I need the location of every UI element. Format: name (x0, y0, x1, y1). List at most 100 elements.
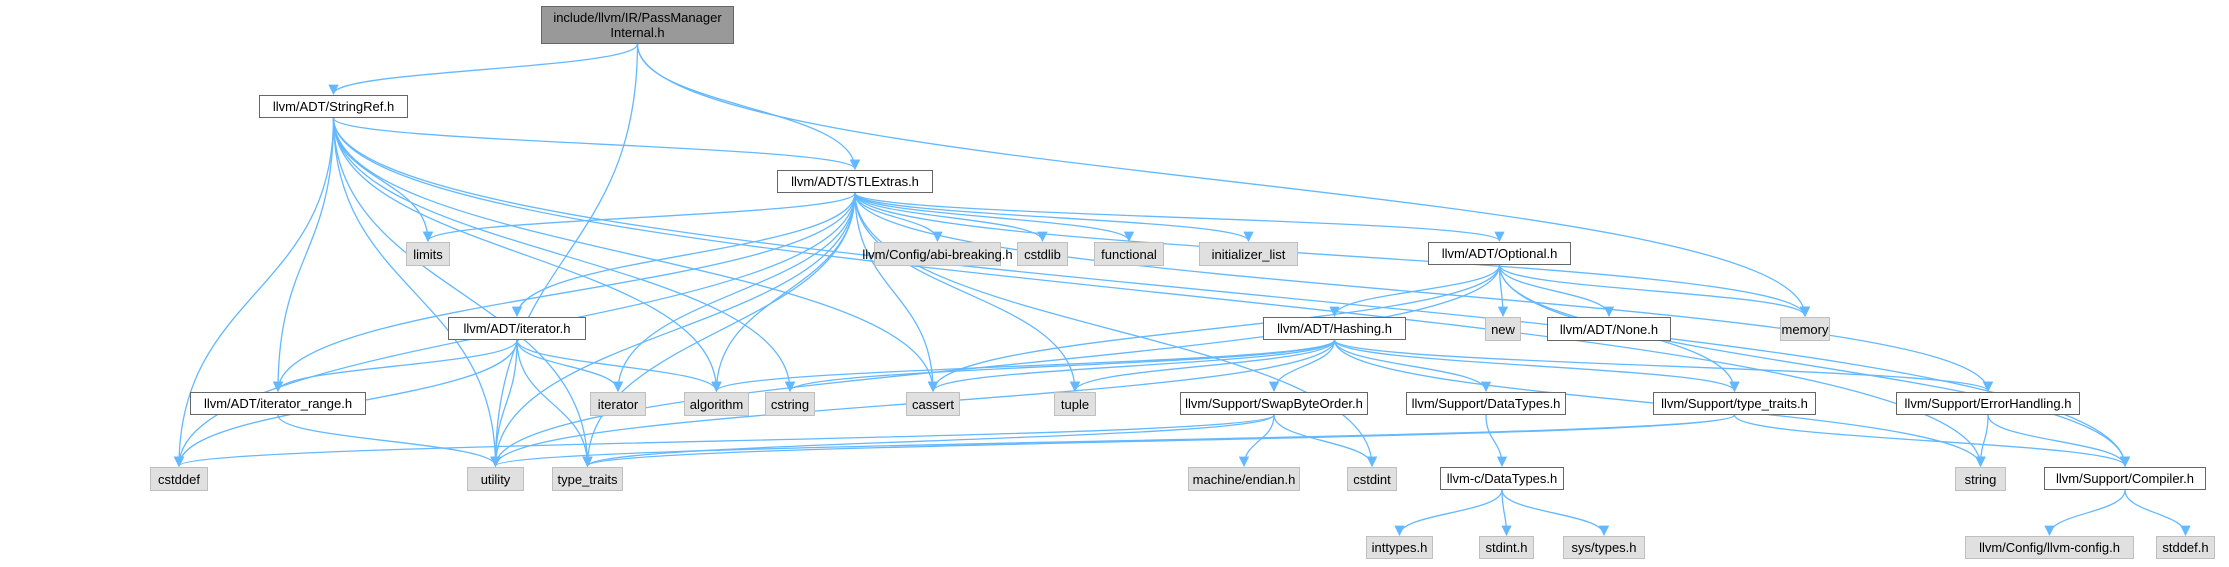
node-stlextras[interactable]: llvm/ADT/STLExtras.h (777, 170, 933, 193)
edge-optional-to-cassert (927, 264, 1501, 393)
node-optional[interactable]: llvm/ADT/Optional.h (1428, 242, 1571, 265)
edge-cdatatypes-to-inttypes (1394, 489, 1503, 537)
node-endian: machine/endian.h (1188, 467, 1300, 491)
edge-optional-to-hashing (1329, 264, 1501, 318)
edge-stlextras-to-iteratorh (511, 192, 856, 318)
edge-stlextras-to-errorhandling (854, 192, 1994, 393)
edge-stlextras-to-tuple (854, 192, 1081, 393)
edge-iteratorh-to-iterrange (272, 339, 518, 393)
node-limits: limits (406, 242, 450, 266)
edge-hashing-to-tuple (1069, 339, 1336, 393)
edge-stlextras-to-optional (854, 192, 1505, 243)
edge-hashing-to-cstring (785, 339, 1336, 393)
node-string: string (1955, 467, 2006, 491)
node-hashing[interactable]: llvm/ADT/Hashing.h (1263, 317, 1406, 340)
edge-hashing-to-datatypes (1333, 339, 1492, 393)
edge-swapbyte-to-endian (1238, 414, 1275, 468)
edge-swapbyte-to-cstddef (174, 414, 1275, 468)
edge-stlextras-to-iterator (612, 192, 856, 393)
node-cstring: cstring (765, 392, 815, 416)
edge-errorhandling-to-compiler (1987, 414, 2131, 468)
edge-stlextras-to-limits (422, 192, 856, 243)
edge-stringref-to-cstddef (173, 117, 335, 468)
node-typetraitsh[interactable]: llvm/Support/type_traits.h (1653, 392, 1816, 415)
edge-hashing-to-swapbyte (1268, 339, 1336, 393)
edge-errorhandling-to-string (1975, 414, 1989, 468)
edge-iteratorh-to-typetraits (516, 339, 593, 468)
node-cstdint: cstdint (1347, 467, 1397, 491)
node-root[interactable]: include/llvm/IR/PassManager Internal.h (541, 6, 734, 44)
edge-stringref-to-algorithm (332, 117, 722, 393)
node-cdatatypes[interactable]: llvm-c/DataTypes.h (1440, 467, 1564, 490)
node-initlist: initializer_list (1199, 242, 1298, 266)
edge-stlextras-to-abibreaking (854, 192, 943, 243)
edge-compiler-to-llvmconfig (2044, 489, 2126, 537)
edge-stlextras-to-cstdlib (854, 192, 1048, 243)
node-iteratorh[interactable]: llvm/ADT/iterator.h (448, 317, 586, 340)
node-algorithm: algorithm (684, 392, 749, 416)
edge-cdatatypes-to-systypes (1501, 489, 1610, 537)
edge-stringref-to-utility (332, 117, 501, 468)
node-stddef: stddef.h (2156, 536, 2215, 559)
node-compiler[interactable]: llvm/Support/Compiler.h (2044, 467, 2206, 490)
edge-stlextras-to-functional (854, 192, 1135, 243)
node-typetraits: type_traits (552, 467, 623, 491)
node-none[interactable]: llvm/ADT/None.h (1547, 317, 1671, 341)
node-cstddef: cstddef (150, 467, 208, 491)
node-errorhandling[interactable]: llvm/Support/ErrorHandling.h (1896, 392, 2080, 415)
edge-datatypes-to-cdatatypes (1485, 414, 1508, 468)
edge-hashing-to-algorithm (711, 339, 1336, 393)
edge-iterrange-to-utility (277, 414, 501, 468)
edge-optional-to-utility (490, 264, 1501, 468)
node-datatypes[interactable]: llvm/Support/DataTypes.h (1406, 392, 1566, 415)
edge-root-to-utility (490, 43, 639, 468)
edge-hashing-to-errorhandling (1333, 339, 1993, 393)
edge-stringref-to-stlextras (332, 117, 861, 171)
edge-swapbyte-to-cstdint (1273, 414, 1378, 468)
edge-stringref-to-typetraits (332, 117, 593, 468)
edge-stringref-to-cstring (332, 117, 796, 393)
edge-optional-to-none (1498, 264, 1615, 318)
node-cassert: cassert (906, 392, 960, 416)
edge-iteratorh-to-iterator (516, 339, 624, 393)
node-systypes: sys/types.h (1563, 536, 1645, 559)
node-functional: functional (1094, 242, 1164, 266)
node-iterrange[interactable]: llvm/ADT/iterator_range.h (190, 392, 366, 415)
edge-stlextras-to-memory (854, 192, 1811, 318)
edge-typetraitsh-to-utility (490, 414, 1736, 468)
node-stdint: stdint.h (1479, 536, 1534, 559)
node-new: new (1485, 317, 1521, 341)
node-abibreaking: llvm/Config/abi-breaking.h (862, 242, 1013, 266)
node-stringref[interactable]: llvm/ADT/StringRef.h (259, 95, 408, 118)
node-utility: utility (467, 467, 524, 491)
node-tuple: tuple (1054, 392, 1096, 416)
edge-stringref-to-cassert (332, 117, 939, 393)
edge-stringref-to-string (332, 117, 1986, 468)
edge-root-to-memory (636, 43, 1811, 318)
edge-stlextras-to-utility (490, 192, 856, 468)
edge-swapbyte-to-typetraits (582, 414, 1275, 468)
edge-optional-to-compiler (1498, 264, 2131, 468)
edge-hashing-to-cassert (927, 339, 1336, 393)
node-iterator: iterator (590, 392, 646, 416)
edge-root-to-stringref (328, 43, 639, 96)
edge-optional-to-memory (1498, 264, 1811, 318)
edge-stlextras-to-initlist (854, 192, 1254, 243)
edge-iteratorh-to-algorithm (516, 339, 722, 393)
edge-cdatatypes-to-stdint (1501, 489, 1512, 537)
edge-typetraitsh-to-compiler (1733, 414, 2131, 468)
node-cstdlib: cstdlib (1017, 242, 1068, 266)
node-memory: memory (1780, 317, 1830, 341)
edge-stlextras-to-cassert (854, 192, 939, 393)
edge-stringref-to-limits (332, 117, 434, 243)
edge-optional-to-new (1497, 264, 1509, 318)
edge-stlextras-to-iterrange (272, 192, 856, 393)
edge-hashing-to-typetraitsh (1333, 339, 1740, 393)
edge-compiler-to-stddef (2124, 489, 2191, 537)
node-llvmconfig: llvm/Config/llvm-config.h (1965, 536, 2134, 559)
edge-root-to-stlextras (636, 43, 861, 171)
node-swapbyte[interactable]: llvm/Support/SwapByteOrder.h (1180, 392, 1368, 415)
edge-stringref-to-iterrange (272, 117, 335, 393)
